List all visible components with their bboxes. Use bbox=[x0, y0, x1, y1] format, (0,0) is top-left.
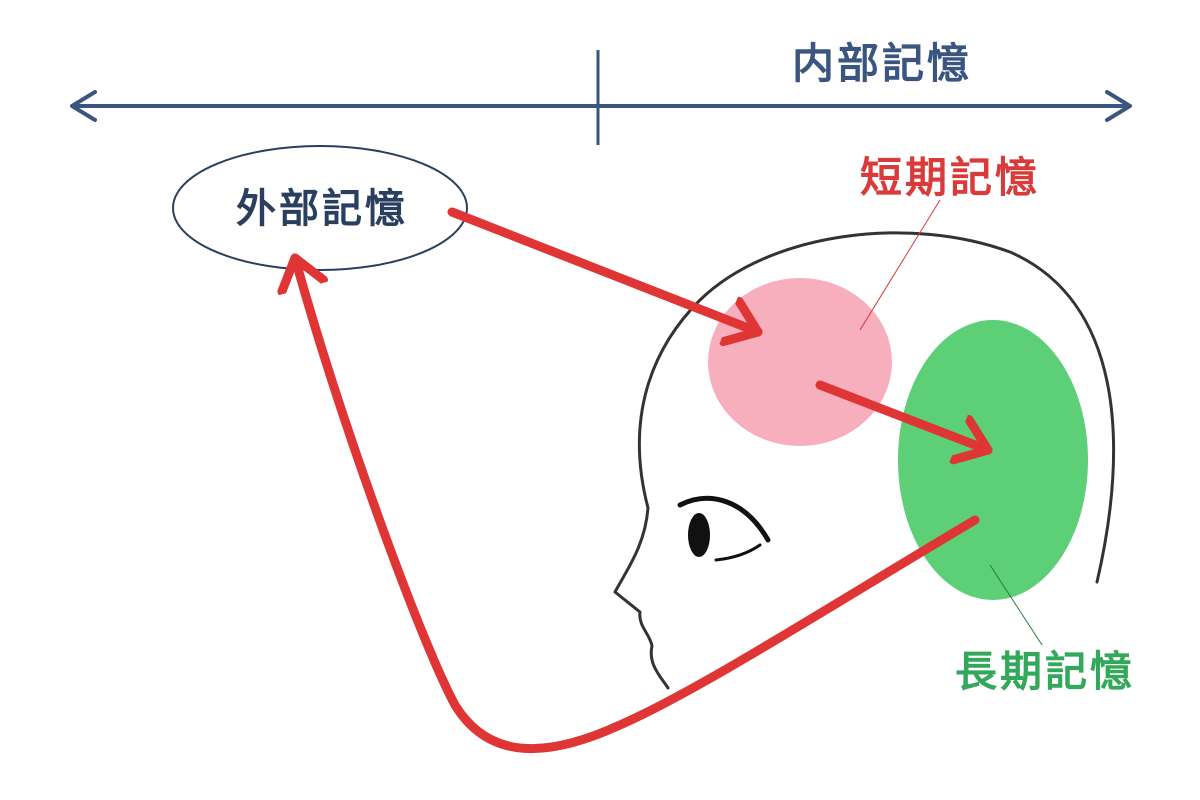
long-term-leader-line bbox=[989, 564, 1043, 646]
memory-axis bbox=[70, 50, 1132, 145]
internal-memory-label: 内部記憶 bbox=[792, 39, 972, 88]
axis-right-arrowhead bbox=[1105, 90, 1132, 122]
axis-left-arrowhead bbox=[70, 90, 97, 122]
external-memory-label: 外部記憶 bbox=[236, 186, 408, 232]
arrow-external-to-short-term bbox=[447, 207, 763, 332]
arrow-short-to-long-term bbox=[815, 380, 993, 450]
arrow-long-term-to-external bbox=[295, 253, 980, 754]
head-profile bbox=[613, 231, 1116, 690]
short-term-memory-label: 短期記憶 bbox=[860, 153, 1040, 202]
long-term-memory-label: 長期記憶 bbox=[955, 647, 1135, 696]
long-term-memory-ellipse bbox=[898, 320, 1088, 600]
head-outline bbox=[613, 231, 1116, 690]
short-term-memory-circle bbox=[708, 278, 892, 446]
eyebrow bbox=[677, 495, 771, 543]
eye-lash bbox=[714, 543, 762, 562]
short-term-leader-line bbox=[859, 199, 941, 331]
eye-icon bbox=[688, 513, 710, 557]
